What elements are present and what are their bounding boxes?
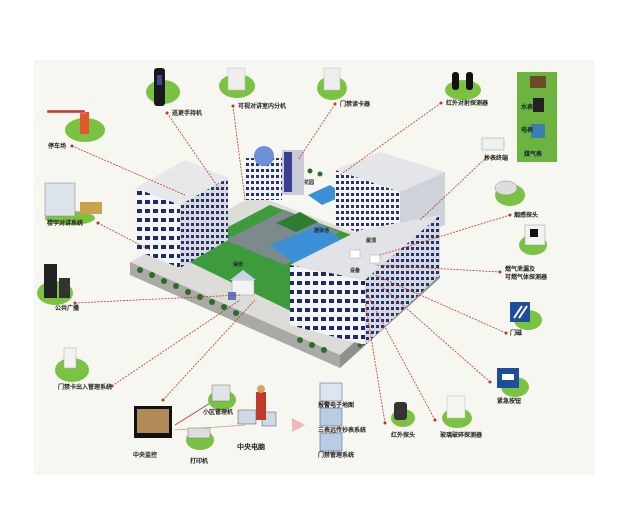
ir-beam-icon [445, 72, 481, 100]
meter-terminal-icon [481, 137, 505, 151]
label-emergency-button: 紧急按钮 [497, 398, 522, 405]
phone-icon [208, 384, 236, 410]
label-roof: 屋顶 [366, 238, 377, 244]
label-smoke-detector: 烟感探头 [514, 212, 539, 219]
label-gas-leak-2: 可燃气体探测器 [505, 274, 548, 281]
label-guard: 保安 [233, 262, 244, 268]
speakers-icon [37, 264, 73, 305]
label-printer: 打印机 [190, 458, 209, 465]
label-access-control-system: 门禁卡出入管理系统 [58, 384, 113, 391]
label-pool: 游泳池 [314, 228, 330, 234]
label-water-meter: 水表 [521, 104, 534, 111]
label-access-reader: 门禁读卡器 [340, 101, 371, 108]
connector-lines [71, 102, 511, 431]
barrier-gate-icon [46, 109, 105, 142]
label-meter-terminal: 抄表终端 [484, 155, 509, 162]
label-meter-reading-system: 三表远传抄表系统 [318, 427, 367, 434]
intercom-system-icon [44, 182, 102, 225]
arrow-icon [292, 418, 305, 432]
glass-break-icon [442, 395, 472, 428]
label-glass-break: 玻璃破碎探测器 [440, 432, 483, 439]
building-left [135, 160, 228, 268]
label-door-magnet: 门磁 [510, 330, 523, 337]
monitor-icon [134, 406, 172, 438]
label-ir-detector: 红外探头 [391, 432, 416, 439]
software-screens [319, 382, 343, 452]
printer-icon [186, 427, 214, 450]
label-equipment: 设备 [350, 268, 361, 274]
smoke-detector-icon [494, 180, 525, 206]
label-intercom-system: 楼宇对讲系统 [47, 220, 84, 227]
access-reader-icon [317, 67, 347, 100]
patrol-handset-icon [146, 68, 180, 106]
computer-icon [237, 385, 277, 427]
meters-panel [517, 72, 557, 162]
building-dome [246, 146, 304, 200]
label-gas-meter: 煤气表 [524, 151, 543, 158]
building-front-right [290, 215, 440, 345]
pool [270, 225, 350, 268]
emergency-button-icon [497, 368, 529, 397]
connector-dots [70, 101, 512, 425]
label-central-computer: 中央电脑 [237, 443, 265, 451]
label-parking-gate: 停车场 [48, 143, 67, 150]
label-access-mgmt-system: 门禁管理系统 [318, 452, 355, 459]
label-electric-meter: 电表 [521, 127, 534, 134]
guard-house [228, 270, 256, 300]
ir-detector-icon [391, 402, 415, 427]
access-panel-icon [55, 347, 89, 382]
label-alarm-map: 报警电子地图 [318, 402, 355, 409]
label-public-broadcast: 公共广播 [55, 305, 80, 312]
label-gas-leak-1: 燃气泄漏及 [505, 266, 536, 273]
label-management-phone: 小区管理机 [203, 409, 234, 416]
label-ir-beam: 红外对射探测器 [446, 100, 489, 107]
door-magnet-icon [510, 302, 542, 330]
label-central-monitor: 中央监控 [133, 452, 158, 459]
gas-detector-icon [519, 224, 547, 255]
label-garden: 花园 [304, 180, 315, 186]
label-indoor-intercom: 可视对讲室内分机 [238, 103, 287, 110]
label-patrol-handset: 巡更手持机 [172, 110, 203, 117]
indoor-intercom-icon [219, 67, 255, 98]
